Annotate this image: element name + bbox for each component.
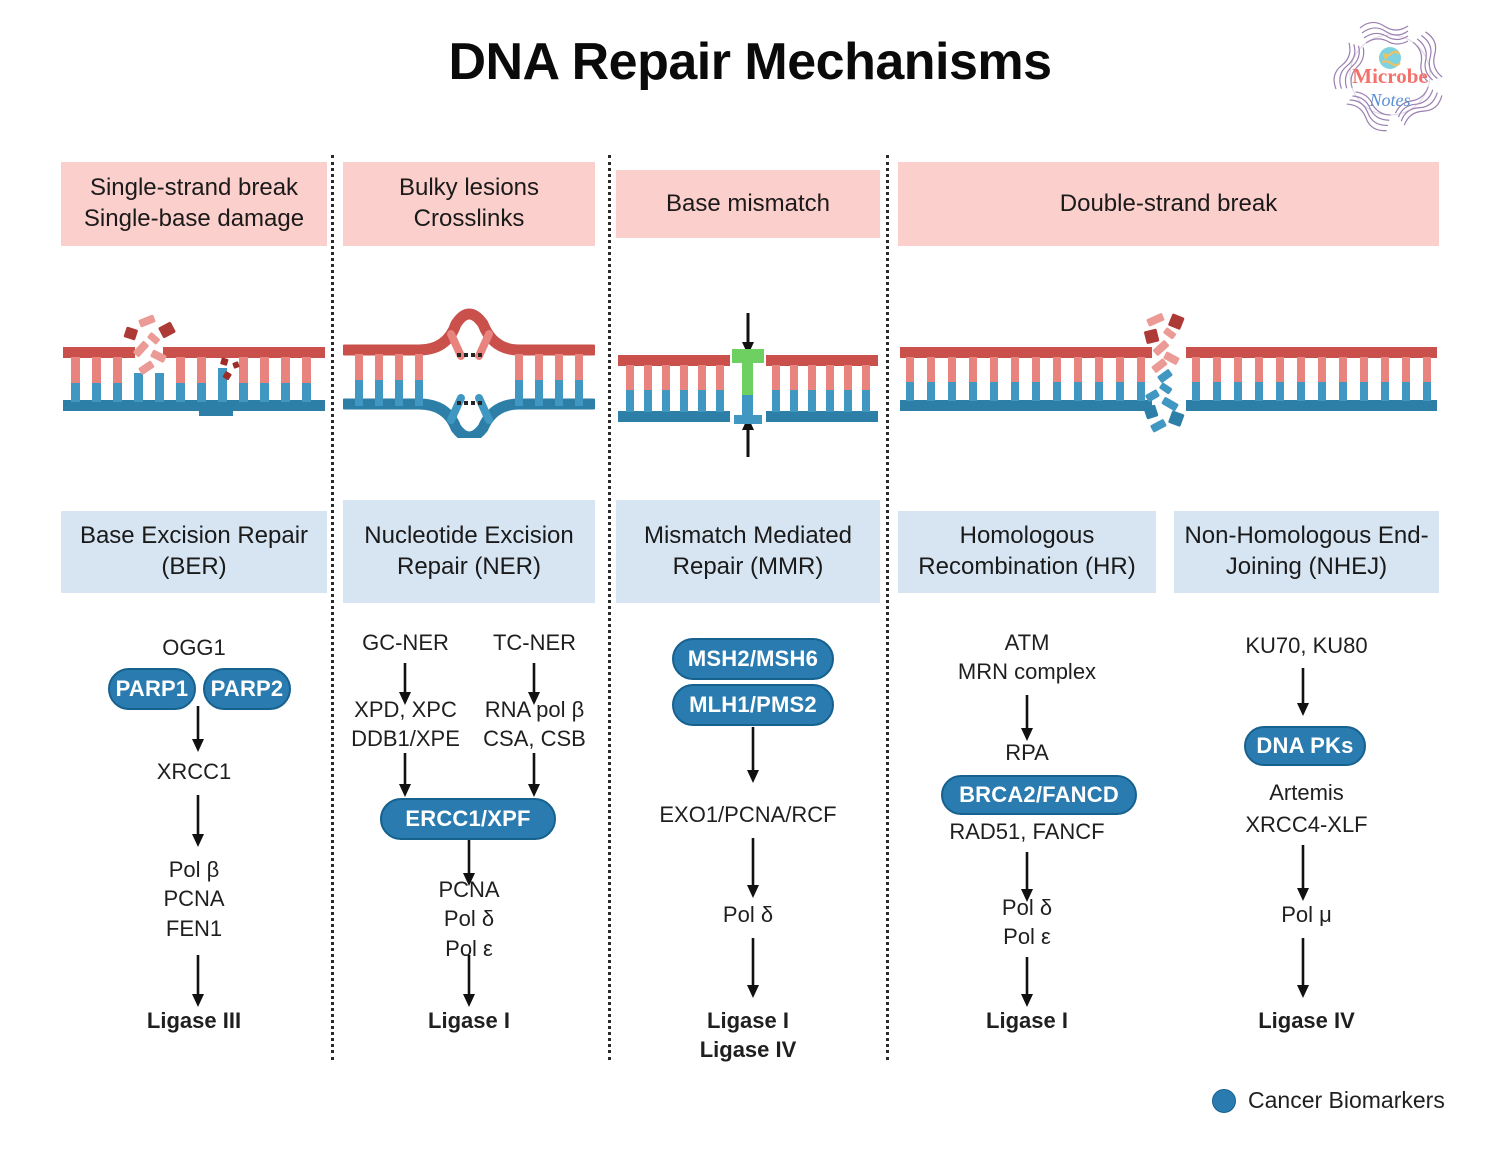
mismatch-base bbox=[732, 349, 764, 415]
ber-arrow-2 bbox=[192, 795, 204, 847]
mmr-step-pol-delta: Pol δ bbox=[722, 902, 774, 927]
damage-header-bulky-lesions: Bulky lesions Crosslinks bbox=[343, 162, 595, 246]
column-divider-3 bbox=[886, 155, 889, 1060]
ber-pill-parp1[interactable]: PARP1 bbox=[108, 668, 196, 710]
ber-step-xrcc1: XRCC1 bbox=[156, 759, 232, 784]
hr-step-ligase: Ligase I bbox=[986, 1008, 1068, 1033]
hr-arrow-2 bbox=[1021, 852, 1033, 902]
legend: Cancer Biomarkers bbox=[1212, 1087, 1445, 1114]
mmr-pill-mlh1-pms2[interactable]: MLH1/PMS2 bbox=[672, 684, 834, 726]
mmr-step-exo1: EXO1/PCNA/RCF bbox=[659, 802, 837, 827]
ner-branch-tc-factors: RNA pol β CSA, CSB bbox=[483, 697, 586, 752]
ner-arrow-gc-1 bbox=[399, 663, 411, 705]
ner-arrow-tc-2 bbox=[528, 753, 540, 797]
nhej-arrow-1 bbox=[1297, 668, 1309, 716]
logo-name-top: Microbe bbox=[1352, 64, 1428, 88]
nhej-step-xrcc4-xlf: XRCC4-XLF bbox=[1245, 812, 1368, 837]
ner-arrow-tc-1 bbox=[528, 663, 540, 705]
ner-step-ligase: Ligase I bbox=[428, 1008, 510, 1033]
pathway-header-ner: Nucleotide Excision Repair (NER) bbox=[343, 500, 595, 603]
mmr-pill-msh2-msh6[interactable]: MSH2/MSH6 bbox=[672, 638, 834, 680]
pathway-header-nhej: Non-Homologous End-Joining (NHEJ) bbox=[1174, 511, 1439, 593]
ner-arrow-gc-2 bbox=[399, 753, 411, 797]
mmr-arrow-3 bbox=[747, 938, 759, 998]
dna-double-strand-break-diagram bbox=[898, 300, 1439, 440]
pathway-header-hr: Homologous Recombination (HR) bbox=[898, 511, 1156, 593]
column-divider-2 bbox=[608, 155, 611, 1060]
pathway-header-ber: Base Excision Repair (BER) bbox=[61, 511, 327, 593]
ber-pill-parp2[interactable]: PARP2 bbox=[203, 668, 291, 710]
ner-arrow-4 bbox=[463, 955, 475, 1007]
pathway-header-mmr: Mismatch Mediated Repair (MMR) bbox=[616, 500, 880, 603]
ner-pill-ercc1-xpf[interactable]: ERCC1/XPF bbox=[380, 798, 556, 840]
nhej-step-ligase: Ligase IV bbox=[1258, 1008, 1355, 1033]
hr-arrow-1 bbox=[1021, 695, 1033, 741]
hr-pill-brca2-fancd[interactable]: BRCA2/FANCD bbox=[941, 775, 1137, 815]
mmr-step-ligase: Ligase I Ligase IV bbox=[699, 1008, 797, 1063]
damage-header-base-mismatch: Base mismatch bbox=[616, 170, 880, 238]
page-title: DNA Repair Mechanisms bbox=[448, 33, 1052, 91]
damage-header-double-strand-break: Double-strand break bbox=[898, 162, 1439, 246]
dna-circle-logo-icon bbox=[1333, 21, 1443, 132]
ber-step-ligase: Ligase III bbox=[146, 1008, 242, 1033]
ber-arrow-3 bbox=[192, 955, 204, 1007]
column-divider-1 bbox=[331, 155, 334, 1060]
ber-step-ogg1: OGG1 bbox=[162, 635, 226, 660]
hr-arrow-3 bbox=[1021, 957, 1033, 1007]
ner-branch-tc-label: TC-NER bbox=[492, 630, 577, 655]
ber-arrow-1 bbox=[192, 706, 204, 752]
ber-step-polymerases: Pol β PCNA FEN1 bbox=[163, 857, 225, 941]
microbe-notes-logo: Microbe Notes bbox=[1320, 12, 1460, 138]
hr-step-rpa: RPA bbox=[1005, 740, 1049, 765]
dna-single-strand-break-diagram bbox=[61, 300, 327, 435]
nhej-step-pol-mu: Pol μ bbox=[1281, 902, 1332, 927]
dna-bulky-lesion-diagram bbox=[339, 298, 599, 443]
nhej-step-artemis: Artemis bbox=[1269, 780, 1344, 805]
legend-circle-marker-icon bbox=[1212, 1088, 1236, 1113]
legend-label: Cancer Biomarkers bbox=[1248, 1087, 1445, 1113]
ner-arrow-3 bbox=[463, 840, 475, 886]
ner-step-polymerases: PCNA Pol δ Pol ε bbox=[438, 877, 500, 961]
damage-header-single-strand-break: Single-strand break Single-base damage bbox=[61, 162, 327, 246]
hr-step-rad51-fancf: RAD51, FANCF bbox=[949, 819, 1105, 844]
globe-icon bbox=[1379, 47, 1401, 69]
nhej-arrow-2 bbox=[1297, 845, 1309, 901]
nhej-step-ku70-ku80: KU70, KU80 bbox=[1245, 633, 1368, 658]
hr-step-atm-mrn: ATM MRN complex bbox=[957, 630, 1097, 685]
nhej-arrow-3 bbox=[1297, 938, 1309, 998]
nhej-pill-dna-pks[interactable]: DNA PKs bbox=[1244, 726, 1366, 766]
mmr-arrow-2 bbox=[747, 838, 759, 898]
mmr-arrow-1 bbox=[747, 727, 759, 783]
ner-branch-gc-label: GC-NER bbox=[362, 630, 449, 655]
logo-name-bottom: Notes bbox=[1369, 90, 1411, 110]
hr-step-polymerases: Pol δ Pol ε bbox=[1001, 895, 1053, 950]
ner-branch-gc-factors: XPD, XPC DDB1/XPE bbox=[351, 697, 460, 752]
dna-base-mismatch-diagram bbox=[616, 305, 880, 470]
